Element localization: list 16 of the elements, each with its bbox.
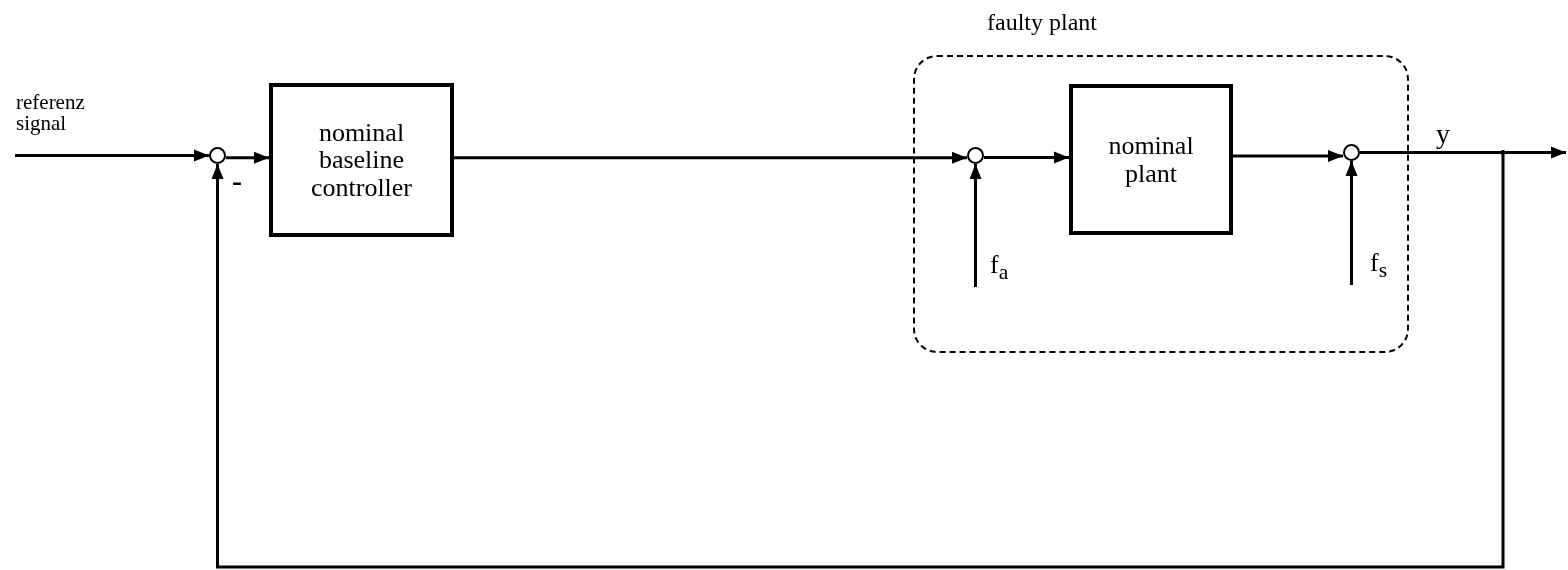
signal-arrow [969,164,982,287]
summing-junction [967,147,984,164]
controller-block [269,83,454,237]
summing-junction [209,147,226,164]
block-label: nominal plant [1107,132,1195,187]
signal-arrow [211,151,1505,569]
signal-arrow [226,151,269,164]
plant-block [1069,84,1233,235]
block-label: nominal baseline controller [309,119,414,201]
signal-arrow [15,149,209,162]
signal-arrow [1345,161,1358,285]
signal-arrow [1233,150,1343,162]
signal-arrow [454,151,967,164]
signal-arrow [984,151,1069,164]
summing-junction [1343,144,1360,161]
group-title: faulty plant [987,9,1097,36]
